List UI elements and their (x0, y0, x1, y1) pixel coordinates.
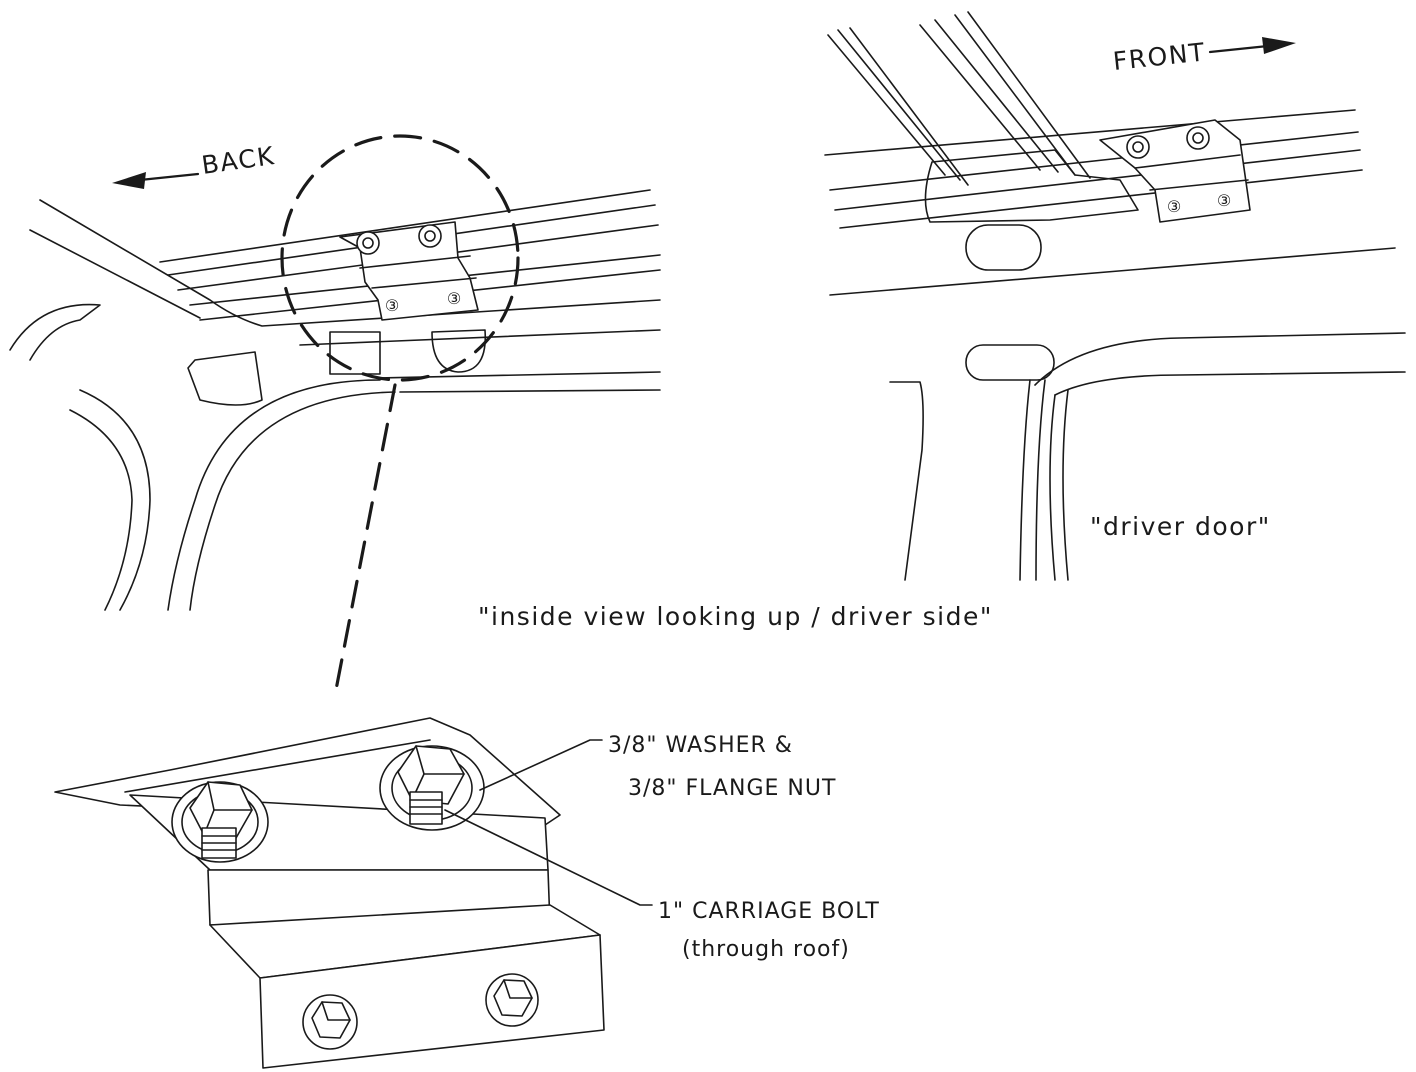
flange-nut-icon (1126, 135, 1150, 159)
back-arrow-icon (112, 172, 146, 189)
bolt-mark-icon: ③ (385, 296, 399, 315)
roof-rail (919, 24, 1041, 171)
bolt-end-icon (362, 237, 374, 249)
detail-callout-circle (280, 134, 520, 382)
view-caption: "inside view looking up / driver side" (478, 602, 993, 631)
washer-label-line2: 3/8" FLANGE NUT (628, 776, 836, 801)
bolt-label-line2: (through roof) (682, 937, 850, 962)
roof-opening-oval (965, 344, 1055, 381)
nut-edge (503, 979, 533, 999)
b-pillar-line (1019, 379, 1031, 581)
nut-edge (321, 1001, 351, 1021)
cutout-panel (187, 351, 263, 406)
bracket-fold (359, 255, 471, 269)
roof-line (839, 169, 1363, 229)
roof-edge-line (29, 229, 201, 319)
roof-opening-square (329, 331, 381, 375)
door-opening-arc (189, 391, 396, 611)
door-frame-line (889, 381, 924, 581)
roof-rail (954, 14, 1076, 176)
roof-line (834, 149, 1361, 211)
bolt-leader-line (444, 809, 653, 906)
flange-nut-icon (356, 231, 380, 255)
roof-rail (827, 34, 946, 176)
bolt-mark-icon: ③ (447, 289, 461, 308)
door-opening-arc (167, 379, 381, 611)
roof-line (829, 247, 1396, 296)
flange-nut-icon (418, 224, 442, 248)
headliner-line (399, 389, 661, 393)
front-label: FRONT (1112, 37, 1207, 76)
b-pillar-line (1035, 379, 1046, 581)
bolt-mark-icon: ③ (1217, 191, 1231, 210)
bracket-fold (1134, 154, 1241, 169)
carriage-bolt-icon (409, 791, 443, 825)
roof-rail (967, 11, 1091, 179)
bolt-label-line1: 1" CARRIAGE BOLT (658, 899, 880, 924)
door-edge-line (1062, 389, 1069, 581)
back-label: BACK (200, 141, 277, 180)
roof-rail (159, 189, 651, 263)
driver-door-label: "driver door" (1090, 512, 1271, 541)
bolt-thread (409, 799, 443, 815)
roof-line (829, 131, 1359, 191)
detail-leader-line (333, 383, 397, 697)
pillar-curve (79, 389, 151, 611)
bolt-thread (201, 835, 237, 851)
bolt-mark-icon: ③ (1167, 197, 1181, 216)
roof-opening-oval (965, 224, 1042, 271)
trim-piece (924, 149, 1139, 223)
front-arrow-line (1208, 44, 1270, 54)
bolt-end-icon (1132, 141, 1144, 153)
back-arrow-line (138, 172, 200, 182)
door-top-line (1054, 371, 1406, 396)
washer-leader-line (479, 739, 603, 791)
roof-rail (837, 29, 961, 181)
washer-label-line1: 3/8" WASHER & (608, 733, 793, 758)
bracket-detail-view (54, 717, 653, 1069)
roof-edge-line (39, 199, 661, 327)
roof-rail (849, 27, 969, 186)
right-roof-view: ③ ③ FRONT "driver door" (824, 11, 1406, 581)
trim-piece (9, 303, 101, 361)
flange-nut-icon (1186, 126, 1210, 150)
roof-line (824, 109, 1356, 156)
bolt-end-icon (424, 230, 436, 242)
front-arrow-icon (1262, 37, 1296, 54)
roof-rail (934, 19, 1059, 173)
bolt-end-icon (1192, 132, 1204, 144)
door-edge-line (1049, 394, 1056, 581)
flange-edge (124, 739, 431, 793)
left-roof-view: ③ ③ BACK (9, 134, 661, 697)
door-top-line (1034, 332, 1406, 386)
bracket-fold (1149, 179, 1249, 191)
headliner-line (299, 329, 661, 346)
bracket-fold (371, 277, 477, 289)
pillar-curve (69, 409, 133, 611)
